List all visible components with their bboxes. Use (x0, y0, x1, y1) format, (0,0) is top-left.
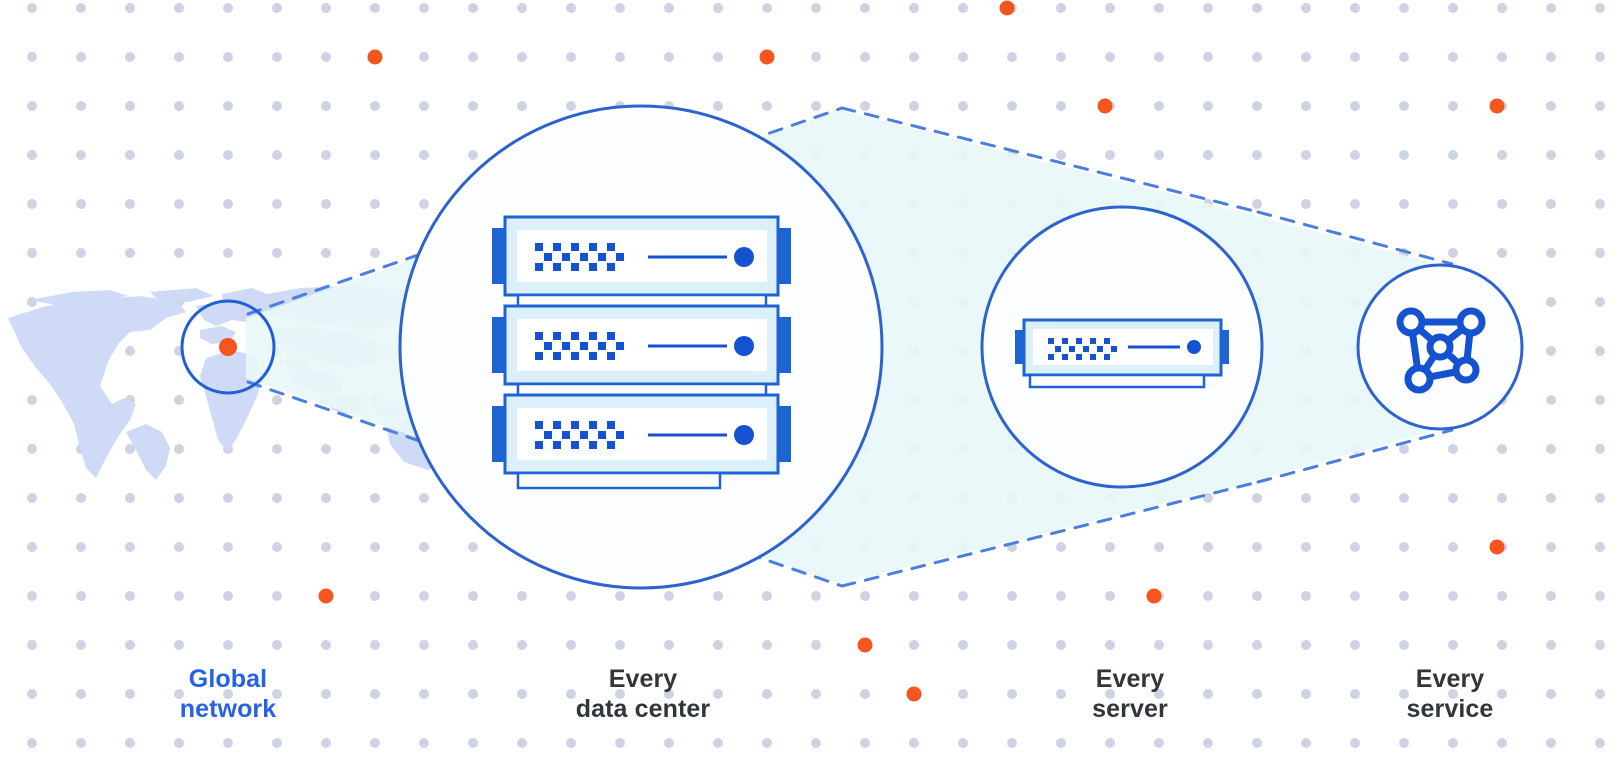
stage-server[interactable] (980, 205, 1264, 489)
stage-global-network[interactable] (180, 299, 276, 395)
rack-unit-1 (492, 215, 791, 297)
stage-service[interactable] (1356, 263, 1524, 431)
location-marker-icon (219, 338, 237, 356)
highlight-dots (318, 0, 1505, 702)
server-rack-icon (492, 215, 791, 490)
rack-unit-2 (492, 304, 791, 386)
stage-data-center[interactable] (398, 104, 884, 590)
service-mesh-icon (1396, 307, 1486, 394)
server-unit-icon (1015, 318, 1229, 389)
rack-unit-3 (492, 393, 791, 475)
